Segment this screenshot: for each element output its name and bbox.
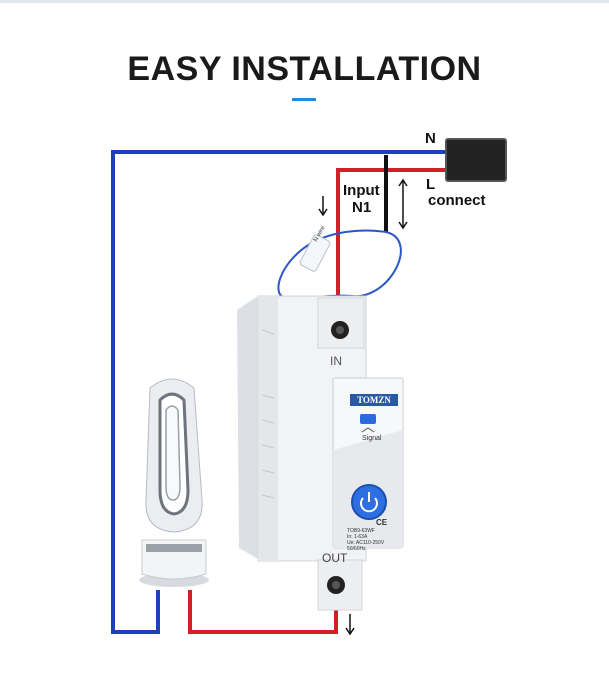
arrow-down-icon [318, 196, 328, 217]
in-terminal-label: IN [330, 354, 342, 368]
power-plug [445, 138, 507, 182]
arrow-down-icon [345, 614, 355, 636]
brand-badge: TOMZN [350, 394, 398, 406]
live-wire-out [188, 578, 338, 634]
out-terminal-label: OUT [322, 551, 348, 565]
live-wire-in [336, 168, 448, 328]
page-title: EASY INSTALLATION [127, 50, 482, 88]
live-label: L [426, 176, 436, 193]
neutral-wire [111, 150, 448, 634]
spec-line: TOB9-63WF [347, 528, 375, 534]
ce-mark: CE [376, 518, 388, 527]
signal-led-icon [360, 414, 376, 424]
wire-tag [299, 234, 331, 272]
spec-line: In: 1-63A [347, 534, 368, 540]
breaker-device [237, 295, 404, 611]
spec-line: Ue: AC110-250V [347, 540, 385, 546]
title-underline [292, 98, 316, 101]
fan-appliance [139, 378, 209, 587]
signal-label: Signal [362, 435, 382, 442]
n1-label: N1 [352, 199, 372, 216]
neutral-label: N [425, 130, 436, 147]
connect-label: connect [428, 192, 486, 209]
spec-line: 50/60Hz [347, 546, 366, 552]
top-border [0, 0, 609, 3]
spec-text: TOB9-63WF In: 1-63A Ue: AC110-250V 50/60… [347, 528, 392, 552]
double-arrow-icon [398, 178, 408, 230]
input-label: Input [343, 182, 380, 199]
